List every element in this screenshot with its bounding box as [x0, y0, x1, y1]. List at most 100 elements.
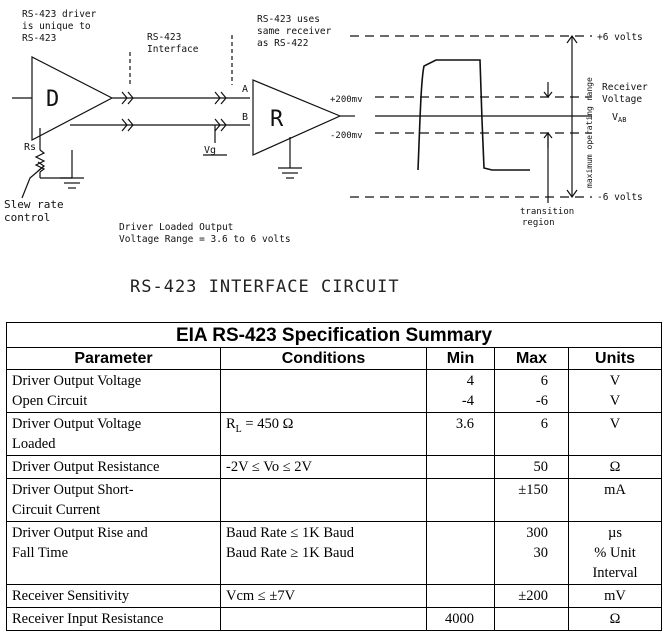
cell-line: ±200 — [518, 588, 548, 604]
cell-max: 50 — [494, 455, 569, 479]
cell-conditions — [220, 369, 427, 413]
cell-line: Ω — [609, 459, 621, 475]
table-header-row: Parameter Conditions Min Max Units — [6, 347, 663, 370]
cell-line: ±150 — [518, 482, 548, 498]
loaded-output-1: Driver Loaded Output — [119, 222, 233, 233]
receiver-symbol: R — [270, 107, 284, 132]
cell-line: Driver Output Short- — [12, 482, 134, 498]
cell-line: V — [609, 416, 621, 432]
cell-line: % Unit — [594, 545, 636, 561]
cell-line: Loaded — [12, 436, 56, 452]
max-range-label: maximum operating range — [585, 77, 594, 188]
cell-line: -6 — [535, 393, 548, 409]
cell-max: ±150 — [494, 478, 569, 522]
table-row: Receiver Sensitivity Vcm ≤ ±7V ±200 mV — [6, 584, 663, 608]
cell-line: Interval — [592, 565, 638, 581]
receiver-note-3: as RS-422 — [257, 38, 308, 49]
cell-units: Ω — [567, 607, 663, 631]
cell-line: Vcm ≤ ±7V — [226, 588, 296, 604]
table-row: Receiver Input Resistance 4000 Ω — [6, 607, 663, 631]
cell-line: V — [609, 393, 621, 409]
cell-line: mV — [604, 588, 626, 604]
diagram-caption: RS-423 INTERFACE CIRCUIT — [130, 277, 400, 297]
cell-line: Receiver Input Resistance — [12, 611, 164, 627]
cell-line: 6 — [540, 373, 548, 389]
cell-line: 4 — [466, 373, 474, 389]
driver-triangle — [31, 56, 114, 141]
cell-conditions — [220, 478, 427, 522]
vab-label: VAB — [612, 112, 626, 124]
vg-label: Vg — [204, 145, 216, 156]
pin-b-label: B — [242, 112, 248, 123]
table-row: Driver Output Resistance -2V ≤ Vo ≤ 2V 50 Ω — [6, 455, 663, 479]
driver-symbol: D — [46, 87, 59, 112]
cell-line: Driver Output Resistance — [12, 459, 160, 475]
cell-min: 4-4 — [426, 369, 495, 413]
cell-line: Circuit Current — [12, 502, 101, 518]
cell-min — [426, 584, 495, 608]
cell-max: 6 — [494, 412, 569, 456]
cell-units: Ω — [567, 455, 663, 479]
table-row: Driver Output Short- Circuit Current ±150 m… — [6, 478, 663, 522]
interface-label-1: RS-423 — [147, 32, 181, 43]
driver-note-3: RS-423 — [22, 33, 56, 44]
cell-line: -2V ≤ Vo ≤ 2V — [226, 459, 313, 475]
cell-parameter: Driver Output Short- Circuit Current — [6, 478, 221, 522]
cell-conditions: Vcm ≤ ±7V — [220, 584, 427, 608]
slew-label-2: control — [4, 211, 50, 224]
cell-conditions: -2V ≤ Vo ≤ 2V — [220, 455, 427, 479]
plus-200-label: +200mv — [330, 95, 363, 105]
receiver-voltage-2: Voltage — [602, 94, 642, 105]
cell-line: Driver Output Rise and — [12, 525, 148, 541]
cell-conditions: RL = 450 Ω — [220, 412, 427, 456]
cell-line: 4000 — [445, 611, 474, 627]
cell-line: Open Circuit — [12, 393, 88, 409]
cell-conditions — [220, 607, 427, 631]
cell-line: 6 — [540, 416, 548, 432]
cell-min — [426, 521, 495, 585]
transition-label-1: transition — [520, 207, 574, 217]
pin-a-label: A — [242, 84, 248, 95]
cell-max: 6-6 — [494, 369, 569, 413]
spec-summary-table: EIA RS-423 Specification Summary Paramet… — [5, 322, 663, 631]
cell-line: Fall Time — [12, 545, 69, 561]
cell-min: 3.6 — [426, 412, 495, 456]
driver-note-1: RS-423 driver — [22, 9, 97, 20]
waveform — [417, 59, 530, 171]
cell-line: -4 — [461, 393, 474, 409]
cell-line: µs — [608, 525, 623, 541]
header-units: Units — [567, 347, 663, 370]
cell-line: Receiver Sensitivity — [12, 588, 130, 604]
cell-units: mA — [567, 478, 663, 522]
cell-max — [494, 607, 569, 631]
cell-min — [426, 478, 495, 522]
cell-line: V — [609, 373, 621, 389]
cell-min: 4000 — [426, 607, 495, 631]
cell-parameter: Receiver Input Resistance — [6, 607, 221, 631]
table-title-row: EIA RS-423 Specification Summary — [5, 322, 663, 348]
loaded-output-2: Voltage Range = 3.6 to 6 volts — [119, 234, 291, 245]
header-parameter: Parameter — [6, 347, 221, 370]
rs423-circuit-diagram: RS-423 driver is unique to RS-423 RS-423… — [4, 9, 648, 245]
cell-units: V — [567, 412, 663, 456]
driver-note-2: is unique to — [22, 21, 91, 32]
transition-label-2: region — [522, 218, 555, 228]
cell-parameter: Receiver Sensitivity — [6, 584, 221, 608]
cell-line: 30 — [533, 545, 549, 561]
cell-parameter: Driver Output Resistance — [6, 455, 221, 479]
cell-line: 50 — [533, 459, 549, 475]
table-title: EIA RS-423 Specification Summary — [5, 322, 663, 348]
plus-6-label: +6 volts — [597, 32, 643, 43]
interface-label-2: Interface — [147, 44, 199, 55]
receiver-note-1: RS-423 uses — [257, 14, 320, 25]
